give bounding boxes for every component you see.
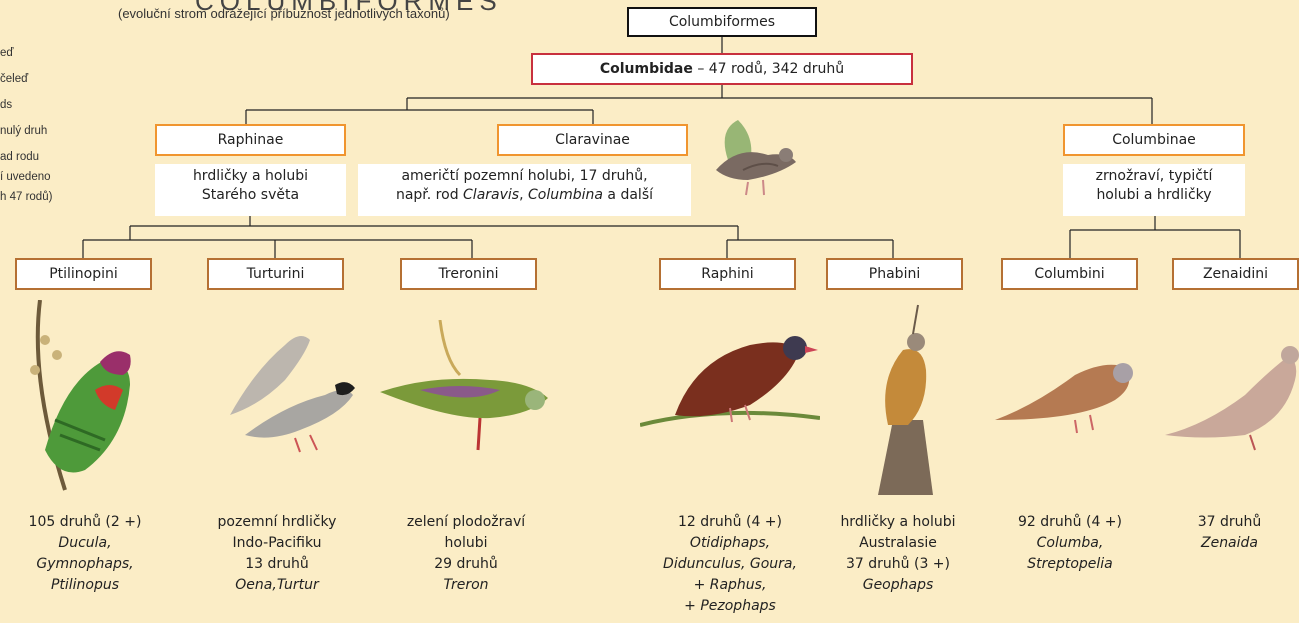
caption-line: 37 druhů (3 +) <box>818 554 978 575</box>
caption-line: 13 druhů <box>197 554 357 575</box>
description-line: zrnožraví, typičtí <box>1063 167 1245 186</box>
caption-line: hrdličky a holubi <box>818 512 978 533</box>
caption-line: 37 druhů <box>1160 512 1299 533</box>
caption-line: pozemní hrdličky <box>197 512 357 533</box>
subfamily-label: Columbinae <box>1112 132 1196 148</box>
caption-line: zelení plodožraví <box>386 512 546 533</box>
tribe-caption-columbini: 92 druhů (4 +) Columba, Streptopelia <box>990 512 1150 575</box>
caption-line: 92 druhů (4 +) <box>990 512 1150 533</box>
bird-illustration-treronini <box>380 320 560 470</box>
description-line: holubi a hrdličky <box>1063 186 1245 205</box>
tribe-box-turturini: Turturini <box>207 258 344 290</box>
description-line: např. rod Claravis, Columbina a další <box>358 186 691 205</box>
bird-illustration-phabini <box>838 300 958 495</box>
tribe-caption-ptilinopini: 105 druhů (2 +) Ducula, Gymnophaps, Ptil… <box>5 512 165 596</box>
description-line: Starého světa <box>155 186 346 205</box>
genus-line: Otidiphaps, <box>645 533 815 554</box>
genus-line: Columba, <box>990 533 1150 554</box>
subfamily-description: američtí pozemní holubi, 17 druhů, např.… <box>358 164 691 216</box>
tribe-label: Phabini <box>869 266 920 282</box>
genus-line: + Pezophaps <box>645 596 815 617</box>
caption-line: 29 druhů <box>386 554 546 575</box>
order-box: Columbiformes <box>627 7 817 37</box>
subfamily-label: Raphinae <box>218 132 284 148</box>
tribe-box-zenaidini: Zenaidini <box>1172 258 1299 290</box>
caption-line: holubi <box>386 533 546 554</box>
genus-line: Ptilinopus <box>5 575 165 596</box>
bird-illustration-turturini <box>225 320 365 460</box>
subfamily-box-claravinae: Claravinae <box>497 124 688 156</box>
subfamily-description: zrnožraví, typičtí holubi a hrdličky <box>1063 164 1245 216</box>
description-line: američtí pozemní holubi, 17 druhů, <box>358 167 691 186</box>
tribe-label: Raphini <box>701 266 753 282</box>
family-name: Columbidae <box>600 61 693 77</box>
tribe-caption-raphini: 12 druhů (4 +) Otidiphaps, Didunculus, G… <box>645 512 815 617</box>
bird-illustration-zenaidini <box>1165 335 1299 455</box>
caption-line: Australasie <box>818 533 978 554</box>
bird-illustration-columbini <box>995 345 1145 435</box>
tribe-label: Columbini <box>1034 266 1104 282</box>
genus-line: Zenaida <box>1160 533 1299 554</box>
tribe-caption-treronini: zelení plodožraví holubi 29 druhů Treron <box>386 512 546 596</box>
genus-line: Oena,Turtur <box>197 575 357 596</box>
subfamily-description: hrdličky a holubi Starého světa <box>155 164 346 216</box>
tribe-label: Treronini <box>438 266 498 282</box>
genus-line: + Raphus, <box>645 575 815 596</box>
caption-line: Indo-Pacifiku <box>197 533 357 554</box>
family-box: Columbidae – 47 rodů, 342 druhů <box>531 53 913 85</box>
genus-line: Streptopelia <box>990 554 1150 575</box>
tribe-box-treronini: Treronini <box>400 258 537 290</box>
caption-line: 105 druhů (2 +) <box>5 512 165 533</box>
tribe-caption-zenaidini: 37 druhů Zenaida <box>1160 512 1299 554</box>
caption-line: 12 druhů (4 +) <box>645 512 815 533</box>
tribe-box-columbini: Columbini <box>1001 258 1138 290</box>
genus-line: Didunculus, Goura, <box>645 554 815 575</box>
tribe-caption-turturini: pozemní hrdličky Indo-Pacifiku 13 druhů … <box>197 512 357 596</box>
tribe-label: Turturini <box>247 266 305 282</box>
subfamily-box-columbinae: Columbinae <box>1063 124 1245 156</box>
genus-line: Geophaps <box>818 575 978 596</box>
tribe-label: Ptilinopini <box>49 266 118 282</box>
family-info: – 47 rodů, 342 druhů <box>697 61 844 77</box>
tribe-caption-phabini: hrdličky a holubi Australasie 37 druhů (… <box>818 512 978 596</box>
description-line: hrdličky a holubi <box>155 167 346 186</box>
genus-line: Gymnophaps, <box>5 554 165 575</box>
order-label: Columbiformes <box>669 14 775 30</box>
subfamily-label: Claravinae <box>555 132 630 148</box>
genus-line: Treron <box>386 575 546 596</box>
tribe-box-phabini: Phabini <box>826 258 963 290</box>
bird-illustration-raphini <box>640 320 820 460</box>
tribe-box-raphini: Raphini <box>659 258 796 290</box>
bird-illustration-ptilinopini <box>5 300 155 495</box>
tribe-box-ptilinopini: Ptilinopini <box>15 258 152 290</box>
genus-line: Ducula, <box>5 533 165 554</box>
subfamily-box-raphinae: Raphinae <box>155 124 346 156</box>
tribe-label: Zenaidini <box>1203 266 1268 282</box>
bird-illustration-claravinae <box>708 100 808 210</box>
